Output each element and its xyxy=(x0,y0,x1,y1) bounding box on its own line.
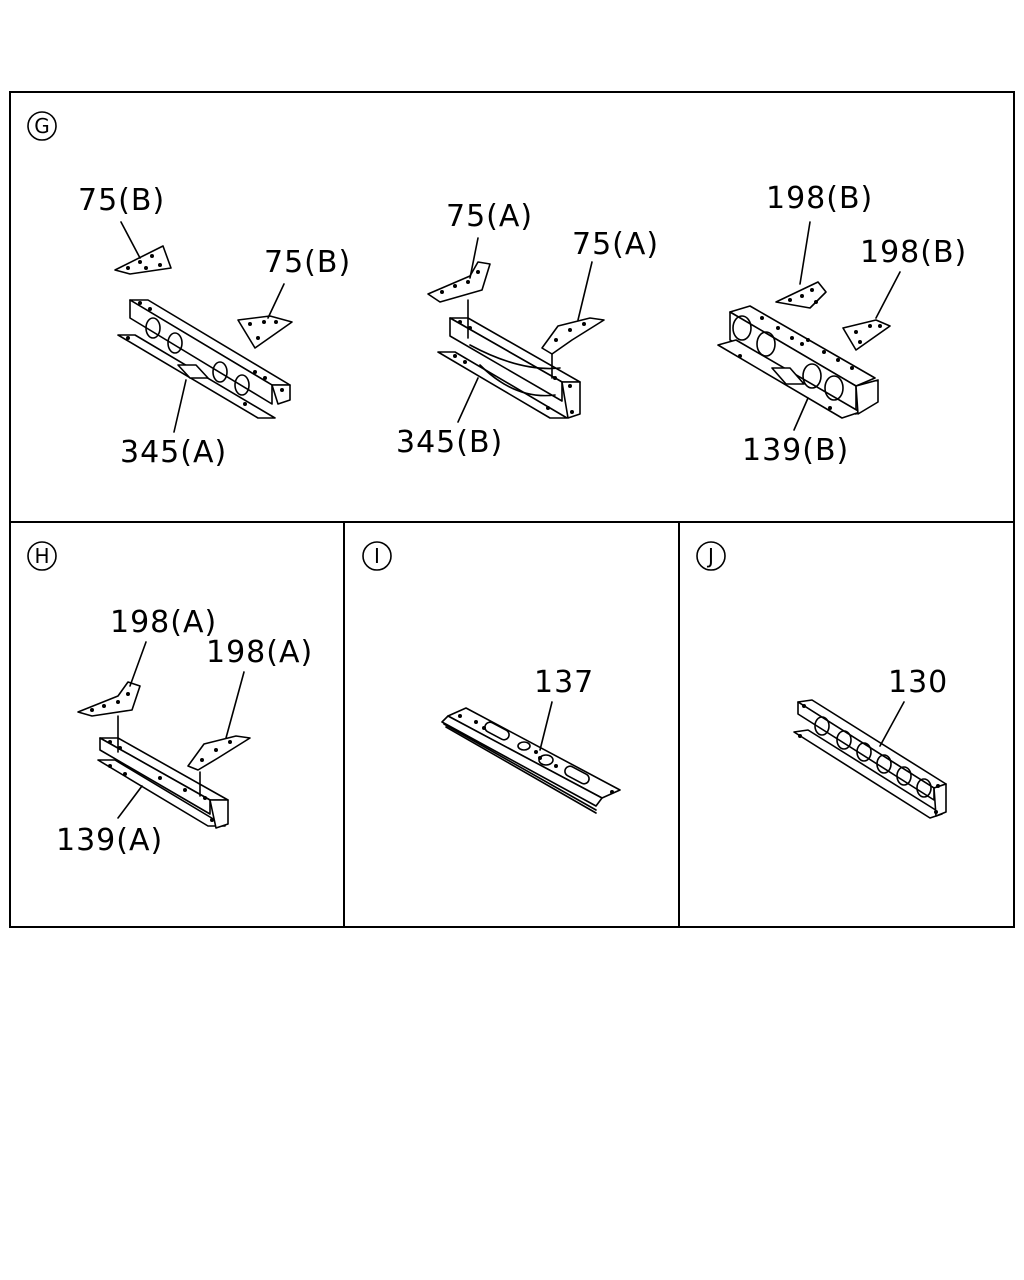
callout-75b-right: 75(B) xyxy=(264,245,351,280)
callout-198a-left: 198(A) xyxy=(110,605,217,640)
part-198a-gusset-right xyxy=(187,735,251,797)
svg-text:G: G xyxy=(34,114,50,138)
section-marker-j: J xyxy=(696,541,726,571)
part-75b-gusset-right xyxy=(237,315,293,349)
callout-198a-right: 198(A) xyxy=(206,635,313,670)
callout-139a: 139(A) xyxy=(56,823,163,858)
part-345b-crossmember xyxy=(437,317,581,419)
part-139b-crossmember xyxy=(717,305,879,419)
section-marker-g: G xyxy=(27,111,57,141)
part-139a-crossmember xyxy=(97,737,229,829)
callout-139b: 139(B) xyxy=(742,433,849,468)
callout-75a-right: 75(A) xyxy=(572,227,659,262)
callout-137: 137 xyxy=(534,665,594,700)
part-198b-gusset-left xyxy=(775,281,827,309)
callout-75a-left: 75(A) xyxy=(446,199,533,234)
part-130-crossmember xyxy=(793,699,947,819)
part-137-crossmember xyxy=(441,707,621,814)
part-198b-gusset-right xyxy=(842,319,891,351)
part-198a-gusset-left xyxy=(77,681,141,753)
callout-75b-left: 75(B) xyxy=(78,183,165,218)
callout-130: 130 xyxy=(888,665,948,700)
callout-198b-right: 198(B) xyxy=(860,235,967,270)
section-marker-i: I xyxy=(362,541,392,571)
panel-frames xyxy=(9,91,1015,928)
callout-345a: 345(A) xyxy=(120,435,227,470)
callout-345b: 345(B) xyxy=(396,425,503,460)
part-75b-gusset-left xyxy=(114,245,172,275)
section-marker-h: H xyxy=(27,541,57,571)
svg-text:J: J xyxy=(706,544,714,568)
part-345a-crossmember xyxy=(117,299,291,419)
svg-text:H: H xyxy=(34,544,49,568)
callout-198b-left: 198(B) xyxy=(766,181,873,216)
svg-text:I: I xyxy=(374,544,380,568)
part-75a-gusset-right xyxy=(541,317,605,379)
